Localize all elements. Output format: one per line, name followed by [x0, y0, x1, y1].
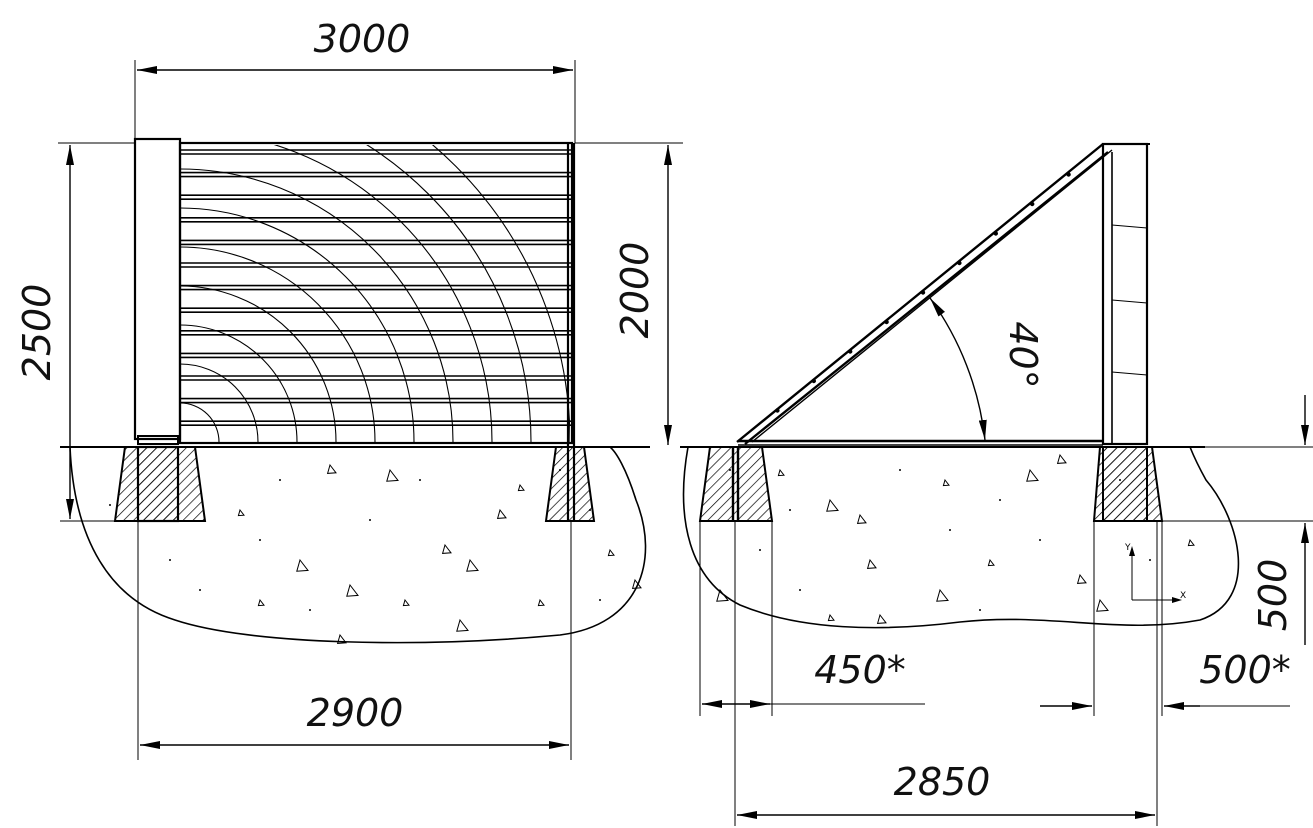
arc	[180, 168, 454, 442]
dim-2000-label: 2000	[613, 242, 657, 339]
arc	[180, 402, 220, 442]
speckle	[1076, 573, 1087, 584]
speckle	[826, 498, 839, 512]
speckle-dot	[1149, 559, 1151, 561]
speckle-dot	[729, 469, 731, 471]
speckle	[517, 483, 525, 492]
speckle	[441, 543, 452, 554]
speckle	[827, 613, 835, 622]
arc	[180, 324, 298, 442]
speckle	[607, 548, 615, 557]
speckle	[402, 598, 410, 607]
bolt	[848, 349, 853, 354]
ucs-icon: Y X	[1124, 543, 1186, 603]
dim-500-star-label: 500*	[1199, 648, 1291, 692]
ground-soil-left	[69, 446, 647, 644]
speckle-dot	[599, 599, 601, 601]
side-view: 40° 500 450* 500* 2850 Y	[680, 142, 1313, 826]
arc	[180, 363, 259, 442]
arc	[273, 145, 493, 442]
bolt	[993, 231, 998, 236]
speckle	[496, 508, 507, 519]
speckle-dot	[369, 519, 371, 521]
speckle-dot	[949, 529, 951, 531]
speckle	[1187, 538, 1195, 547]
speckle	[537, 598, 545, 607]
speckle-dot	[589, 509, 591, 511]
speckle-dot	[419, 479, 421, 481]
dim-2850-label: 2850	[894, 760, 991, 804]
speckle-dot	[199, 589, 201, 591]
side-post	[1101, 142, 1149, 446]
arc	[180, 246, 376, 442]
speckle	[876, 613, 887, 624]
angle-arc	[929, 297, 987, 441]
speckle	[296, 558, 309, 572]
speckle-dot	[1119, 479, 1121, 481]
dim-2500-label: 2500	[15, 284, 59, 381]
speckle-dot	[169, 559, 171, 561]
bolt	[884, 319, 889, 325]
dim-3000-label: 3000	[314, 17, 411, 61]
bolt	[1030, 201, 1035, 207]
speckle	[716, 588, 729, 602]
panel-rotation-arcs	[180, 145, 570, 442]
angle-40-label: 40°	[1001, 321, 1045, 388]
bolt	[920, 290, 926, 295]
speckle	[987, 558, 995, 567]
speckle	[866, 558, 877, 569]
ucs-y-label: Y	[1124, 543, 1131, 553]
ucs-x-label: X	[1180, 591, 1186, 601]
right-footing	[544, 446, 596, 522]
fence-panel	[178, 141, 574, 445]
speckle	[456, 618, 469, 632]
arc	[431, 145, 570, 442]
speckle	[257, 598, 265, 607]
speckle-dot	[559, 469, 561, 471]
arc	[365, 145, 532, 442]
speckle-dot	[109, 504, 111, 506]
dim-500-label: 500	[1251, 559, 1295, 632]
speckle	[1026, 468, 1039, 482]
speckle-dot	[279, 479, 281, 481]
speckle-dot	[309, 609, 311, 611]
diagonal-brace	[736, 143, 1104, 443]
concrete-speckles	[109, 453, 1195, 644]
speckle	[777, 468, 785, 477]
dim-450-label: 450*	[814, 648, 906, 692]
speckle	[466, 558, 479, 572]
brace-bolts	[775, 172, 1071, 413]
bolt	[811, 378, 816, 384]
speckle	[346, 583, 359, 597]
speckle-dot	[759, 549, 761, 551]
speckle-dot	[799, 589, 801, 591]
speckle-dot	[259, 539, 261, 541]
panel-slats	[180, 149, 572, 427]
speckle-dot	[979, 609, 981, 611]
bolt	[957, 260, 962, 266]
speckle	[237, 508, 245, 517]
speckle	[386, 468, 399, 482]
speckle-dot	[789, 509, 791, 511]
arc	[180, 285, 337, 442]
left-post	[133, 137, 182, 441]
speckle	[631, 578, 642, 589]
speckle-dot	[1039, 539, 1041, 541]
speckle-dot	[999, 499, 1001, 501]
speckle	[936, 588, 949, 602]
speckle	[1096, 598, 1109, 612]
speckle	[942, 478, 950, 487]
bolt	[775, 408, 780, 413]
bolt	[1066, 172, 1071, 177]
speckle-dot	[899, 469, 901, 471]
speckle	[326, 463, 337, 474]
speckle	[1056, 453, 1067, 464]
arc	[180, 207, 415, 442]
side-left-footing	[698, 446, 774, 522]
speckle	[856, 513, 867, 524]
dim-2900-label: 2900	[307, 691, 404, 735]
front-view: 3000 2500 2000 2900	[15, 17, 683, 760]
speckle	[336, 633, 347, 644]
